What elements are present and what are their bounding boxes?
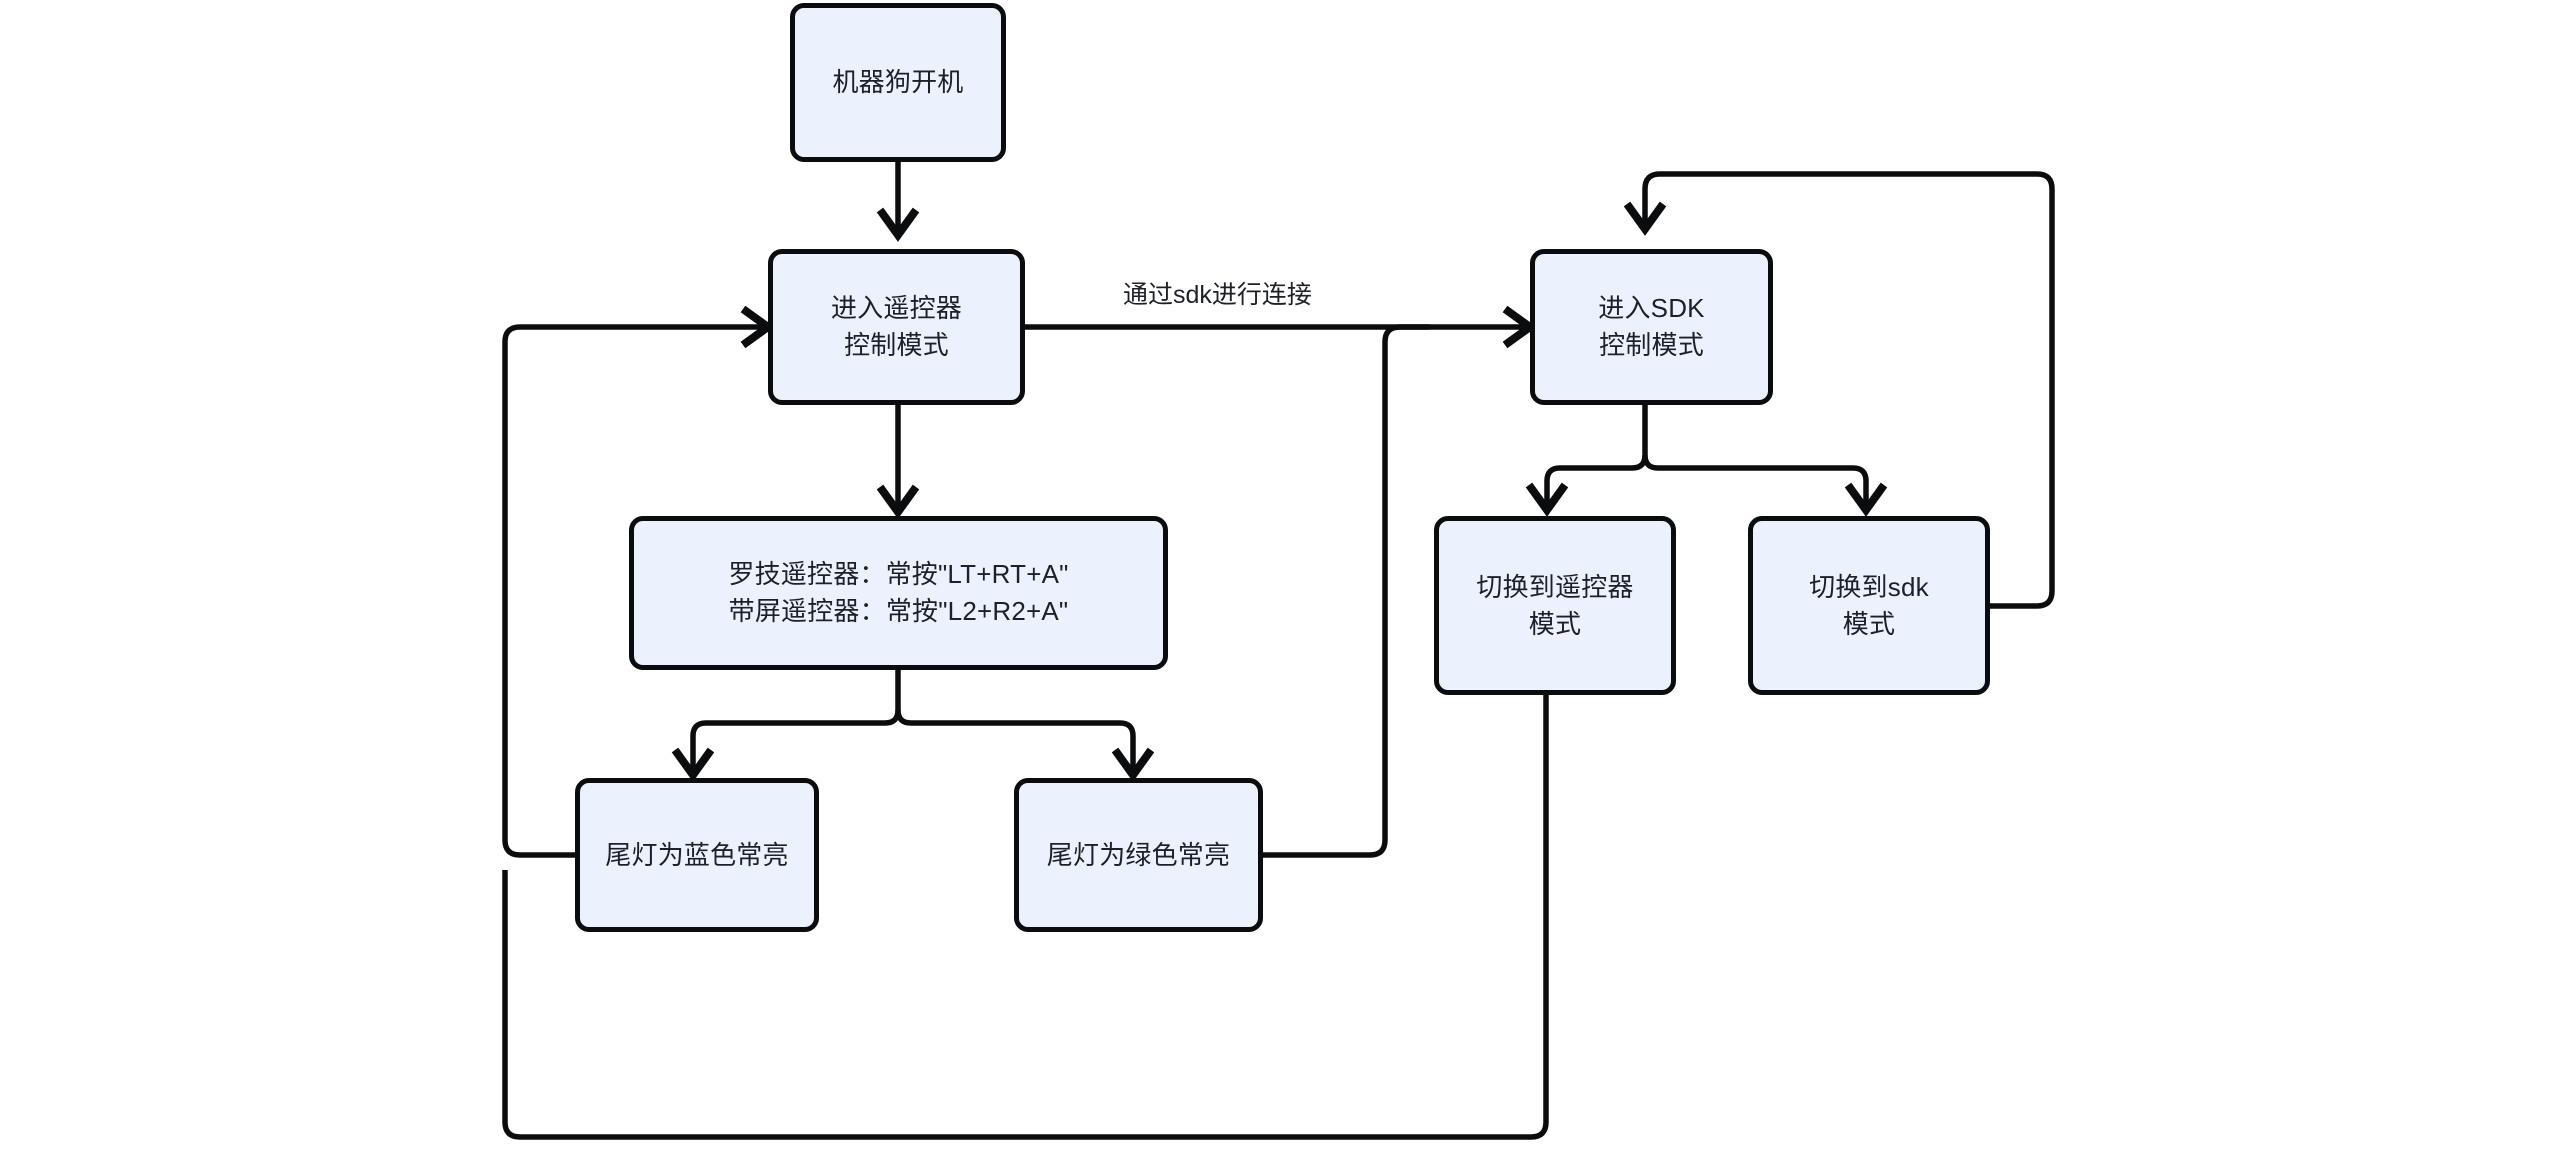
node-switch-to-sdk-label: 切换到sdk 模式 (1809, 571, 1929, 639)
edge-switch-to-sdk-to-sdk-mode (1623, 171, 2055, 609)
node-sdk-mode-label: 进入SDK 控制模式 (1598, 293, 1705, 360)
node-tail-light-blue[interactable]: 尾灯为蓝色常亮 (575, 778, 819, 932)
node-sdk-mode[interactable]: 进入SDK 控制模式 (1530, 249, 1773, 405)
edge-sdk-mode-split (1525, 405, 1888, 517)
edge-label-sdk-connect: 通过sdk进行连接 (1117, 280, 1318, 310)
node-switch-to-remote[interactable]: 切换到遥控器 模式 (1434, 516, 1676, 695)
node-tail-light-green-label: 尾灯为绿色常亮 (1046, 839, 1231, 870)
edge-switch-to-remote-to-remote-mode (502, 695, 1549, 1140)
node-remote-mode[interactable]: 进入遥控器 控制模式 (768, 249, 1025, 405)
node-tail-light-green[interactable]: 尾灯为绿色常亮 (1014, 778, 1263, 932)
node-controller-keys-label: 罗技遥控器：常按"LT+RT+A" 带屏遥控器：常按"L2+R2+A" (728, 559, 1069, 626)
edge-remote-mode-to-controller-keys (876, 405, 920, 519)
node-switch-to-sdk[interactable]: 切换到sdk 模式 (1748, 516, 1990, 695)
edge-controller-keys-split (671, 670, 1155, 782)
node-power-on[interactable]: 机器狗开机 (790, 3, 1006, 162)
node-controller-keys[interactable]: 罗技遥控器：常按"LT+RT+A" 带屏遥控器：常按"L2+R2+A" (629, 516, 1168, 670)
edge-power-on-to-remote-mode (876, 162, 920, 242)
node-remote-mode-label: 进入遥控器 控制模式 (830, 293, 962, 360)
node-tail-light-blue-label: 尾灯为蓝色常亮 (605, 839, 789, 870)
edge-remote-mode-to-sdk-mode (1025, 305, 1537, 349)
node-power-on-label: 机器狗开机 (832, 67, 964, 98)
edge-tail-green-to-sdk-mode (1263, 324, 1430, 858)
node-switch-to-remote-label: 切换到遥控器 模式 (1476, 571, 1634, 639)
